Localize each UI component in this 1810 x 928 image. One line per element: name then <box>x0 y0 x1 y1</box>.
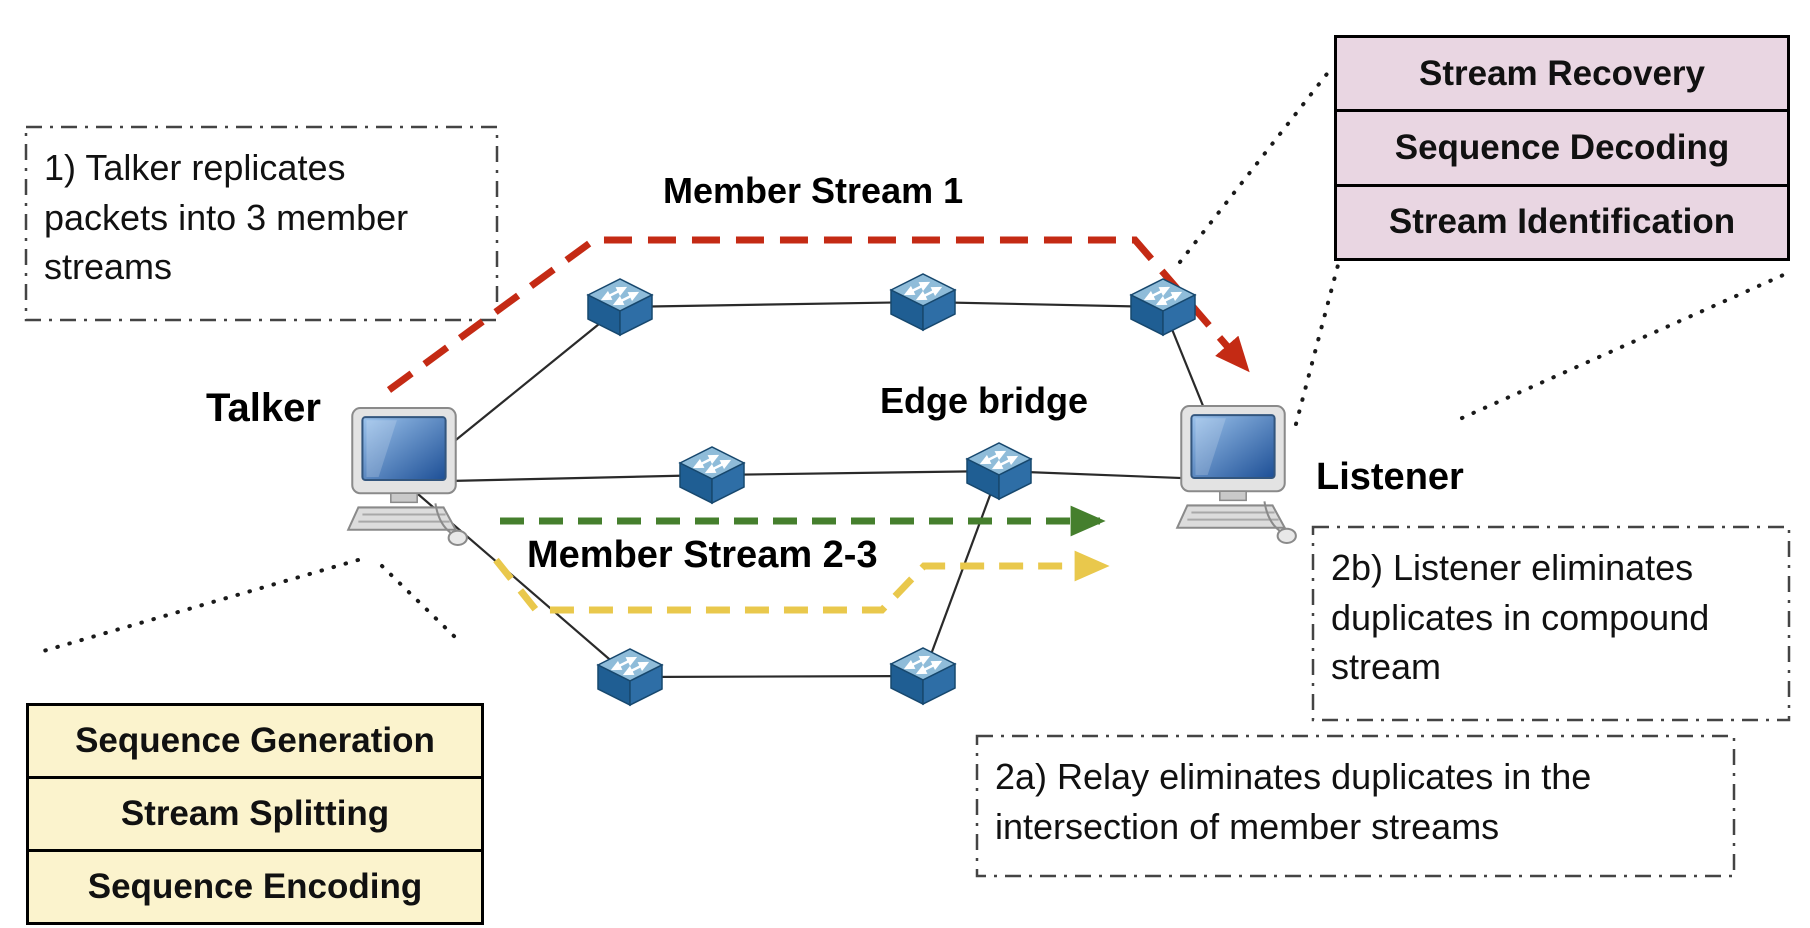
note-step1-border <box>24 125 499 322</box>
switch-icon <box>588 279 652 335</box>
talker-label: Talker <box>206 386 321 430</box>
leader-talker-to-talker-stack-left <box>38 558 360 654</box>
link-switch-mid1-edgebridge <box>711 469 1000 477</box>
listener-function-stream-identification: Stream Identification <box>1388 202 1736 242</box>
switch-icon <box>891 274 955 330</box>
listener-function-sequence-decoding: Sequence Decoding <box>1337 112 1787 187</box>
talker-function-sequence-generation: Sequence Generation <box>29 706 481 779</box>
leader-switch-top3-to-listener-stack <box>1178 68 1332 264</box>
link-switch-top2-top3 <box>922 300 1164 309</box>
talker-function-stack: Sequence Generation Stream Splitting Seq… <box>26 703 484 925</box>
listener-label: Listener <box>1316 456 1464 498</box>
talker-function-stream-splitting: Stream Splitting <box>29 779 481 852</box>
note-step2a-border <box>975 734 1736 878</box>
leader-listener-to-listener-stack-right <box>1460 270 1792 420</box>
talker-function-sequence-encoding: Sequence Encoding <box>87 867 423 906</box>
note-step2b: 2b) Listener eliminates duplicates in co… <box>1331 547 1710 688</box>
edge-bridge-switch-icon <box>967 443 1031 499</box>
listener-function-stream-recovery: Stream Recovery <box>1337 38 1787 113</box>
talker-computer-icon <box>347 407 468 546</box>
switch-icon <box>680 447 744 503</box>
leader-talker-to-talker-stack-right <box>380 564 460 642</box>
link-switch-bot2-edgebridge <box>921 470 1001 677</box>
member-stream-2-3-label: Member Stream 2-3 <box>527 534 878 576</box>
switch-icon <box>891 648 955 704</box>
network-links <box>403 300 1235 679</box>
callout-leader-lines <box>38 68 1792 654</box>
listener-computer-icon <box>1176 405 1297 544</box>
listener-function-stack: Stream Recovery Sequence Decoding Stream… <box>1334 35 1790 261</box>
note-step2b-border <box>1311 525 1791 722</box>
member-stream-1-path <box>386 236 1250 393</box>
note-step1: 1) Talker replicates packets into 3 memb… <box>44 147 409 288</box>
leader-listener-to-listener-stack-left <box>1294 263 1340 426</box>
edge-bridge-label: Edge bridge <box>880 380 1089 421</box>
note-borders <box>24 125 1791 878</box>
member-stream-1-label: Member Stream 1 <box>663 170 964 211</box>
link-switch-bot1-bot2 <box>629 674 924 679</box>
switch-icon <box>1131 279 1195 335</box>
note-step2a: 2a) Relay eliminates duplicates in the i… <box>995 756 1592 847</box>
link-switch-top1-top2 <box>619 300 924 309</box>
member-stream-3-path <box>493 550 1110 614</box>
